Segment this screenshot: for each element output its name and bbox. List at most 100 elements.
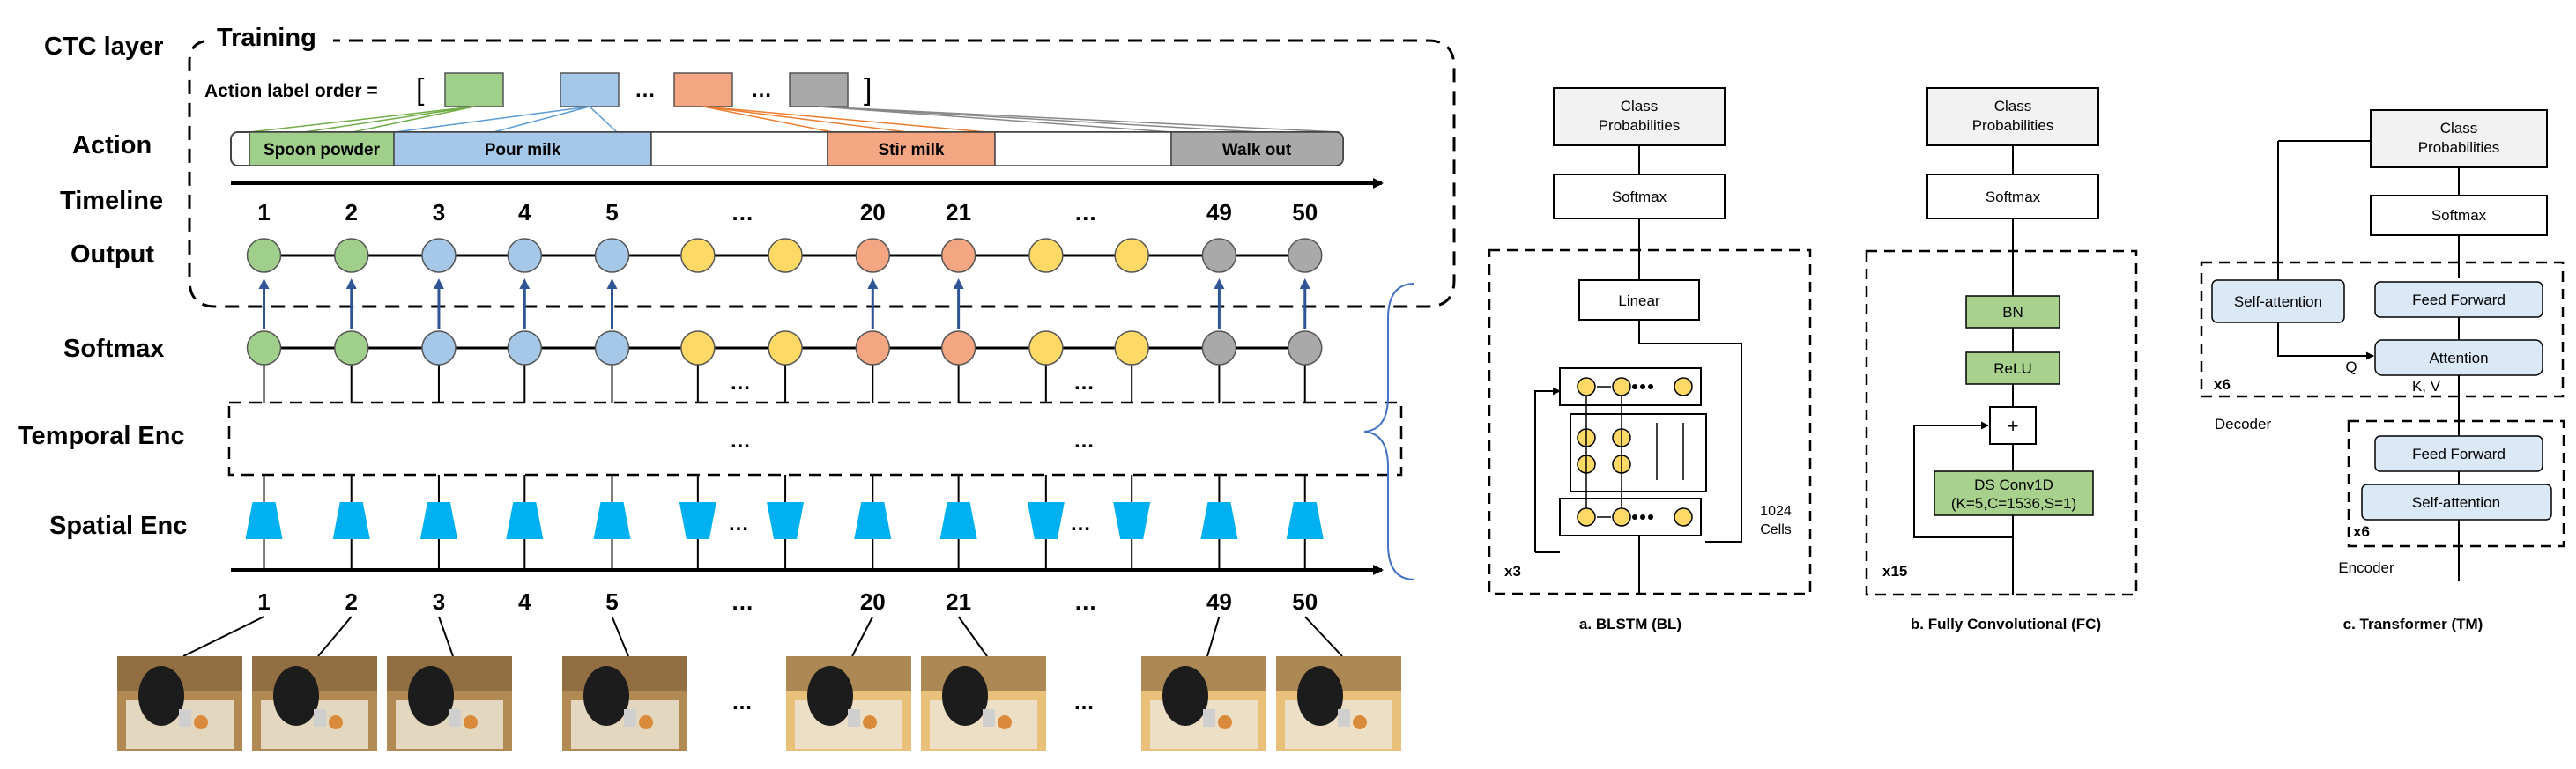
b-softmax-box bbox=[1926, 174, 2099, 219]
order-swatch-pour-milk bbox=[560, 72, 620, 107]
bracket-close: ] bbox=[864, 73, 872, 107]
temporal-dots-2: … bbox=[1073, 429, 1095, 453]
video-frames: …… bbox=[117, 616, 1401, 751]
label-ctc-layer: CTC layer bbox=[44, 33, 163, 61]
lstm-cell-ellipsis bbox=[1648, 514, 1653, 520]
spatial-encoder-block bbox=[1200, 502, 1238, 539]
panel-brace bbox=[1363, 283, 1415, 580]
frame-connector bbox=[438, 616, 454, 657]
b-residual-arrow bbox=[1913, 421, 2013, 538]
frame-dots: … bbox=[1073, 691, 1095, 714]
lstm-cell bbox=[1612, 507, 1631, 527]
c-q-label: Q bbox=[2345, 359, 2357, 375]
softmax-node bbox=[855, 330, 891, 366]
frame-object bbox=[863, 715, 877, 729]
frame-cup bbox=[983, 709, 995, 727]
frame-connector bbox=[317, 616, 353, 657]
a-cells-count: 1024 bbox=[1760, 504, 1792, 519]
lstm-cell bbox=[1577, 377, 1596, 396]
output-node bbox=[421, 238, 457, 273]
training-box bbox=[188, 39, 1456, 308]
b-repeat-label: x15 bbox=[1882, 563, 1907, 580]
output-node bbox=[855, 238, 891, 273]
label-temporal-enc: Temporal Enc bbox=[18, 422, 185, 450]
frame-tick: 4 bbox=[518, 588, 531, 615]
frame-connector bbox=[957, 616, 988, 657]
frame-person bbox=[138, 666, 184, 726]
c-caption: c. Transformer (TM) bbox=[2343, 616, 2483, 632]
left-pipeline: CTC layer Action Timeline Output Softmax… bbox=[18, 19, 1456, 751]
softmax-node bbox=[1201, 330, 1237, 366]
video-frame bbox=[1276, 656, 1401, 751]
output-node bbox=[1028, 238, 1064, 273]
action-bar: Spoon powder Pour milk Stir milk Walk ou… bbox=[230, 131, 1344, 166]
frame-connector bbox=[1206, 616, 1221, 657]
softmax-node bbox=[507, 330, 543, 366]
a-linear-label: Linear bbox=[1618, 292, 1660, 309]
label-action: Action bbox=[72, 131, 152, 159]
output-node bbox=[1288, 238, 1323, 273]
action-segment-spoon-powder bbox=[249, 131, 395, 166]
c-softmax-box bbox=[2370, 195, 2548, 236]
b-repeat-box bbox=[1865, 249, 2138, 596]
timeline-tick: 1 bbox=[257, 199, 270, 226]
b-conv-label: DS Conv1D bbox=[1974, 477, 2053, 493]
spatial-row: …… bbox=[245, 475, 1324, 570]
spatial-encoder-block bbox=[245, 502, 283, 539]
frame-object bbox=[464, 715, 478, 729]
spatial-encoder-block bbox=[939, 502, 977, 539]
frame-cup bbox=[624, 709, 636, 727]
frame-tick: … bbox=[731, 588, 753, 615]
b-conv-params: (K=5,C=1536,S=1) bbox=[1951, 495, 2076, 512]
frame-cup bbox=[449, 709, 461, 727]
panel-transformer: Class Probabilities Softmax Self-attenti… bbox=[2200, 109, 2565, 632]
panel-blstm: Class Probabilities Softmax Linear 1024 … bbox=[1488, 87, 1812, 632]
frame-connector bbox=[611, 616, 629, 657]
c-encoder-label: Encoder bbox=[2338, 559, 2394, 576]
c-enc-repeat-label: x6 bbox=[2353, 523, 2370, 540]
softmax-dots: … bbox=[730, 371, 751, 395]
frame-tick: 50 bbox=[1292, 588, 1318, 615]
segment-label-spoon-powder: Spoon powder bbox=[264, 141, 381, 159]
spatial-encoder-block bbox=[1286, 502, 1324, 539]
a-softmax-label: Softmax bbox=[1612, 189, 1667, 205]
frame-dots: … bbox=[731, 691, 753, 714]
frame-connector bbox=[1304, 616, 1343, 657]
segment-label-pour-milk: Pour milk bbox=[485, 141, 561, 159]
spatial-encoder-block bbox=[593, 502, 631, 539]
c-decoder-box bbox=[2200, 261, 2565, 398]
training-label-bg bbox=[210, 19, 333, 55]
lstm-cell-ellipsis bbox=[1640, 514, 1645, 520]
b-caption: b. Fully Convolutional (FC) bbox=[1911, 616, 2101, 632]
c-decoder-label: Decoder bbox=[2215, 416, 2272, 433]
spatial-encoder-block bbox=[1027, 502, 1065, 539]
b-class-prob-line1: Class bbox=[1994, 98, 2032, 115]
frame-person bbox=[1162, 666, 1208, 726]
frame-tick: 5 bbox=[605, 588, 618, 615]
c-dec-repeat-label: x6 bbox=[2214, 376, 2231, 393]
lstm-cell bbox=[1577, 507, 1596, 527]
c-enc-self-attention-box bbox=[2361, 484, 2552, 521]
c-attention-label: Attention bbox=[2429, 350, 2488, 366]
frame-connector bbox=[851, 616, 874, 657]
video-frame bbox=[252, 656, 377, 751]
output-arrows bbox=[258, 278, 1310, 329]
softmax-node bbox=[680, 330, 716, 366]
frame-person bbox=[408, 666, 454, 726]
softmax-node bbox=[1114, 330, 1149, 366]
b-softmax-label: Softmax bbox=[1986, 189, 2041, 205]
softmax-node bbox=[940, 330, 976, 366]
frame-tick: 3 bbox=[433, 588, 445, 615]
frame-cup bbox=[314, 709, 326, 727]
spatial-dots: … bbox=[728, 512, 749, 536]
lstm-cell bbox=[1674, 377, 1693, 396]
frame-cup bbox=[179, 709, 191, 727]
output-node bbox=[594, 238, 630, 273]
lstm-cell-ellipsis bbox=[1632, 384, 1637, 389]
spatial-dots: … bbox=[1070, 512, 1091, 536]
action-segment-walk-out bbox=[1170, 131, 1344, 166]
c-kv-label: K, V bbox=[2412, 378, 2441, 395]
label-output: Output bbox=[71, 240, 154, 269]
spatial-encoder-block bbox=[332, 502, 370, 539]
